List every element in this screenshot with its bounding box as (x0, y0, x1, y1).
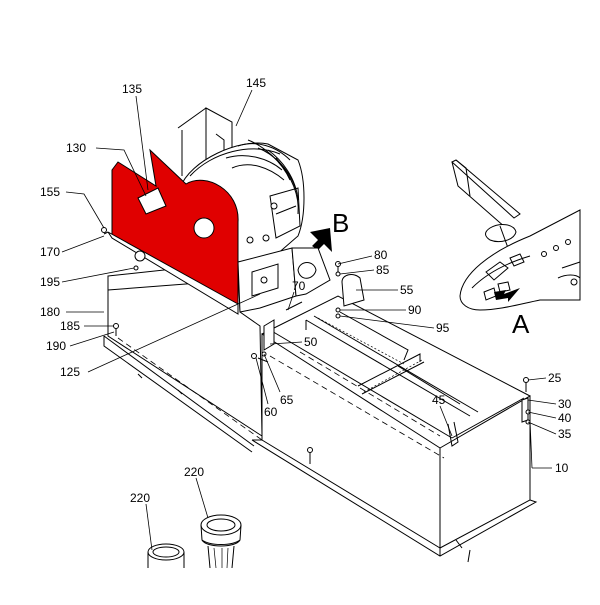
callout-50: 50 (304, 335, 318, 349)
callout-10: 10 (555, 461, 569, 475)
view-label-b: B (332, 208, 349, 238)
callout-180: 180 (40, 305, 60, 319)
callout-35: 35 (558, 427, 572, 441)
callout-220-left: 220 (130, 491, 150, 505)
callout-60: 60 (264, 405, 278, 419)
fastener-screws (101, 227, 531, 425)
callout-155: 155 (40, 185, 60, 199)
callout-220-right: 220 (184, 465, 204, 479)
callout-130: 130 (66, 141, 86, 155)
callout-145: 145 (246, 76, 266, 90)
callout-80: 80 (374, 248, 388, 262)
callout-25: 25 (548, 371, 562, 385)
callout-190: 190 (46, 339, 66, 353)
callout-labels: 10 25 30 35 40 45 50 55 60 65 70 80 85 9… (40, 76, 572, 505)
callout-125: 125 (60, 365, 80, 379)
callout-195: 195 (40, 275, 60, 289)
callout-55: 55 (400, 283, 414, 297)
mounting-grommet (134, 250, 146, 262)
callout-170: 170 (40, 245, 60, 259)
aircraft-locator-sketch (451, 159, 581, 311)
view-label-a: A (512, 309, 530, 339)
callout-leaders (61, 89, 557, 551)
console-housing (103, 261, 538, 563)
view-b-arrow (310, 228, 332, 252)
callout-85: 85 (376, 263, 390, 277)
callout-40: 40 (558, 411, 572, 425)
throttle-quadrant (177, 107, 331, 313)
callout-135: 135 (122, 82, 142, 96)
callout-70: 70 (292, 279, 306, 293)
lamp-cap-left (147, 543, 185, 568)
lamp-cap-right (200, 514, 242, 569)
handle-bracket (341, 274, 365, 307)
callout-95: 95 (436, 321, 450, 335)
callout-90: 90 (408, 303, 422, 317)
view-a-arrow (494, 288, 520, 302)
callout-30: 30 (558, 397, 572, 411)
callout-185: 185 (60, 319, 80, 333)
callout-45: 45 (432, 393, 446, 407)
callout-65: 65 (280, 393, 294, 407)
